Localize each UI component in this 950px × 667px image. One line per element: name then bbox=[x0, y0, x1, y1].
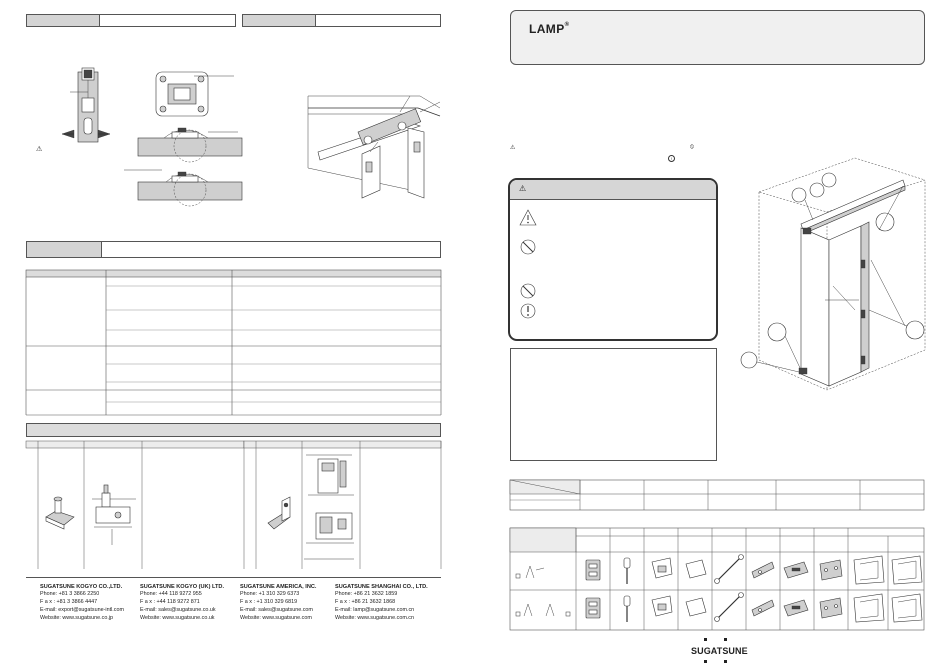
office-email[interactable]: E-mail: sales@sugatsune.co.uk bbox=[140, 606, 216, 613]
office-website[interactable]: Website: www.sugatsune.co.uk bbox=[140, 614, 215, 621]
mandatory-icon: ! bbox=[668, 155, 675, 162]
left-footer-rule bbox=[26, 577, 441, 578]
office-address-jp: SUGATSUNE KOGYO CO.,LTD. Phone: +81 3 38… bbox=[40, 583, 124, 622]
office-website[interactable]: Website: www.sugatsune.co.jp bbox=[40, 614, 114, 621]
office-name: SUGATSUNE KOGYO (UK) LTD. bbox=[140, 584, 225, 590]
warning-icon: ⚠ bbox=[510, 145, 516, 151]
office-email[interactable]: E-mail: sales@sugatsune.com bbox=[240, 606, 313, 613]
folding-door-diagram bbox=[307, 95, 441, 199]
office-fax: F a x : +1 310 329 6819 bbox=[240, 598, 298, 605]
office-name: SUGATSUNE KOGYO CO.,LTD. bbox=[40, 584, 123, 590]
warning-icon: ⚠ bbox=[36, 146, 43, 153]
office-address-cn: SUGATSUNE SHANGHAI CO., LTD. Phone: +86 … bbox=[335, 583, 428, 622]
lamp-header-banner: LAMP® bbox=[510, 10, 925, 65]
office-website[interactable]: Website: www.sugatsune.com bbox=[240, 614, 312, 621]
office-address-uk: SUGATSUNE KOGYO (UK) LTD. Phone: +44 118… bbox=[140, 583, 224, 622]
adjustment-diagram-section-1 bbox=[137, 127, 243, 163]
spare-parts-label-box bbox=[26, 423, 441, 437]
office-email[interactable]: E-mail: lamp@sugatsune.com.cn bbox=[335, 606, 415, 613]
sugatsune-wordmark: SUGATSUNE bbox=[691, 646, 748, 656]
lamp-logo: LAMP® bbox=[529, 22, 570, 36]
office-fax: F a x : +81 3 3866 4447 bbox=[40, 598, 98, 605]
office-fax: F a x : +44 118 9272 871 bbox=[140, 598, 200, 605]
office-email[interactable]: E-mail: export@sugatsune-intl.com bbox=[40, 606, 124, 613]
adjustment-diagram-plate bbox=[155, 71, 234, 117]
troubleshooting-table bbox=[25, 269, 442, 416]
spare-parts-table-right bbox=[243, 440, 442, 569]
office-website[interactable]: Website: www.sugatsune.com.cn bbox=[335, 614, 414, 621]
spare-parts-table-left bbox=[25, 440, 245, 569]
office-phone: Phone: +86 21 3632 1859 bbox=[335, 591, 398, 598]
office-name: SUGATSUNE AMERICA, INC. bbox=[240, 584, 317, 590]
parts-table bbox=[509, 527, 925, 631]
adjustment-diagram-section-2 bbox=[124, 169, 243, 207]
prohibited-icon: ⦸ bbox=[690, 144, 694, 150]
adjustment-diagram-clip bbox=[61, 67, 111, 143]
section-label-box-2 bbox=[242, 14, 441, 27]
safety-warning-header bbox=[510, 180, 716, 200]
safety-warning-symbols bbox=[519, 209, 537, 319]
office-fax: F a x : +86 21 3632 1868 bbox=[335, 598, 396, 605]
section-label-box-1 bbox=[26, 14, 236, 27]
office-name: SUGATSUNE SHANGHAI CO., LTD. bbox=[335, 584, 428, 590]
troubleshooting-label-box bbox=[26, 241, 441, 258]
notes-box bbox=[510, 348, 717, 461]
specification-table bbox=[509, 479, 925, 511]
office-phone: Phone: +81 3 3866 2250 bbox=[40, 591, 100, 598]
warning-icon: ⚠ bbox=[519, 184, 527, 193]
office-phone: Phone: +44 118 9272 955 bbox=[140, 591, 202, 598]
assembly-drawing bbox=[740, 157, 926, 391]
sugatsune-logo: SUGATSUNE bbox=[690, 638, 748, 664]
safety-warning-panel: ⚠ bbox=[508, 178, 718, 341]
office-address-us: SUGATSUNE AMERICA, INC. Phone: +1 310 32… bbox=[240, 583, 316, 622]
office-phone: Phone: +1 310 329 6373 bbox=[240, 591, 300, 598]
